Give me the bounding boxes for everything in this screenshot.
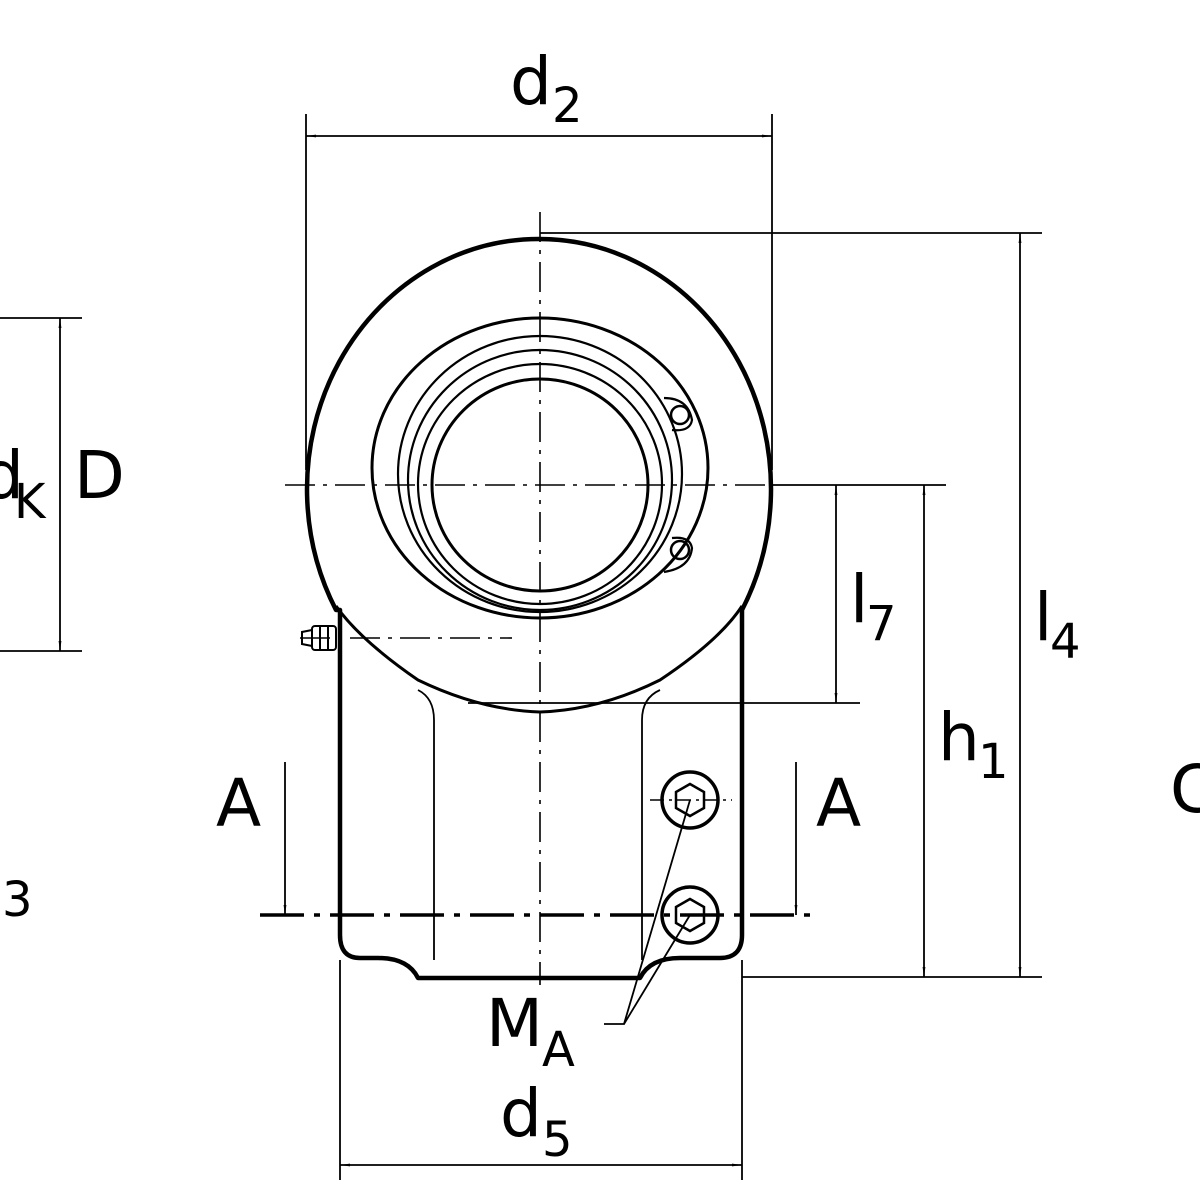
clip-eye-lower bbox=[669, 539, 691, 561]
svg-text:d: d bbox=[500, 1075, 542, 1152]
label-section-A-left: A bbox=[216, 765, 261, 842]
clamp-screw-upper bbox=[650, 770, 732, 830]
center-lines bbox=[260, 212, 818, 985]
svg-text:l: l bbox=[850, 561, 868, 638]
svg-text:d: d bbox=[0, 437, 24, 514]
svg-text:4: 4 bbox=[1050, 614, 1081, 670]
svg-text:1: 1 bbox=[978, 734, 1009, 790]
neck-lines bbox=[417, 689, 661, 979]
clamp-screw-lower bbox=[660, 885, 720, 945]
svg-text:h: h bbox=[938, 699, 980, 776]
svg-text:K: K bbox=[14, 474, 47, 530]
label-d2: d 2 bbox=[510, 43, 583, 134]
label-D: D bbox=[74, 437, 125, 514]
label-edge-left: 3 bbox=[2, 872, 33, 928]
svg-text:M: M bbox=[486, 985, 543, 1062]
clip-eye-upper bbox=[669, 404, 691, 426]
svg-text:7: 7 bbox=[866, 596, 897, 652]
label-l4: l 4 bbox=[1034, 579, 1081, 670]
label-dK: d K bbox=[0, 437, 47, 530]
svg-text:2: 2 bbox=[552, 78, 583, 134]
svg-text:A: A bbox=[542, 1022, 575, 1078]
svg-text:l: l bbox=[1034, 579, 1052, 656]
label-l7: l 7 bbox=[850, 561, 897, 652]
label-h1: h 1 bbox=[938, 699, 1009, 790]
svg-text:5: 5 bbox=[542, 1112, 573, 1168]
label-d5: d 5 bbox=[500, 1075, 573, 1168]
grease-nipple-icon bbox=[301, 625, 337, 651]
label-MA: M A bbox=[486, 985, 575, 1078]
svg-text:d: d bbox=[510, 43, 552, 120]
label-edge-right: C bbox=[1170, 751, 1200, 828]
dimension-lines bbox=[0, 114, 1042, 1180]
label-section-A-right: A bbox=[816, 765, 861, 842]
